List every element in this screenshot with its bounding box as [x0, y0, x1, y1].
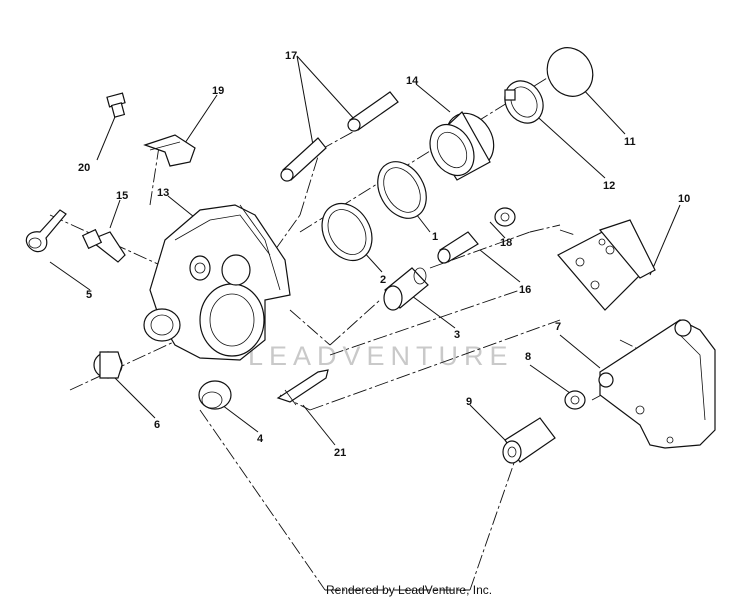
callout-11: 11	[624, 136, 636, 148]
leader-lines	[49, 55, 681, 446]
callout-19: 19	[212, 85, 224, 97]
callout-8: 8	[525, 351, 531, 363]
callout-14: 14	[406, 75, 419, 87]
clip-part	[143, 134, 196, 167]
seal-ring-2-part	[321, 202, 373, 262]
callout-6: 6	[154, 419, 160, 431]
callout-2: 2	[380, 274, 386, 286]
callout-16: 16	[519, 284, 531, 296]
watermark: LEADVENTURE	[248, 341, 514, 371]
footer-credit: Rendered by LeadVenture, Inc.	[326, 583, 492, 597]
washer-18-part	[494, 207, 516, 227]
seal-ring-1-part	[377, 161, 427, 219]
callouts: 1 2 3 4 5 6 7 8 9 10 11 12 13 14 15 16 1…	[78, 50, 690, 459]
callout-17: 17	[285, 50, 297, 62]
callout-18: 18	[500, 237, 512, 249]
callout-4: 4	[257, 433, 264, 445]
callout-7: 7	[555, 321, 561, 333]
plug-part	[93, 351, 123, 379]
slide-pins-part	[280, 91, 399, 182]
callout-20: 20	[78, 162, 90, 174]
sleeve-part	[383, 267, 429, 311]
callout-21: 21	[334, 447, 346, 459]
cap-part	[546, 47, 594, 97]
callout-15: 15	[116, 190, 128, 202]
spring-part	[276, 369, 329, 406]
callout-9: 9	[466, 396, 472, 408]
piston-part	[429, 111, 495, 181]
bracket-part	[598, 319, 716, 449]
callout-13: 13	[157, 187, 169, 199]
valve-part	[81, 228, 126, 263]
pin-clip-part	[25, 209, 67, 253]
callout-1: 1	[432, 231, 438, 243]
brake-pad-part	[557, 219, 656, 311]
caliper-body-part	[143, 204, 291, 361]
bleeder-screw-part	[106, 92, 126, 118]
callout-12: 12	[603, 180, 615, 192]
assembly-lines	[49, 69, 661, 591]
washer-8-part	[564, 390, 586, 410]
callout-10: 10	[678, 193, 690, 205]
bolt-9-part	[502, 417, 556, 464]
callout-5: 5	[86, 289, 92, 301]
bolt-part	[437, 231, 479, 264]
dust-seal-part	[198, 380, 232, 410]
callout-3: 3	[454, 329, 460, 341]
dust-boot-part	[504, 80, 544, 124]
